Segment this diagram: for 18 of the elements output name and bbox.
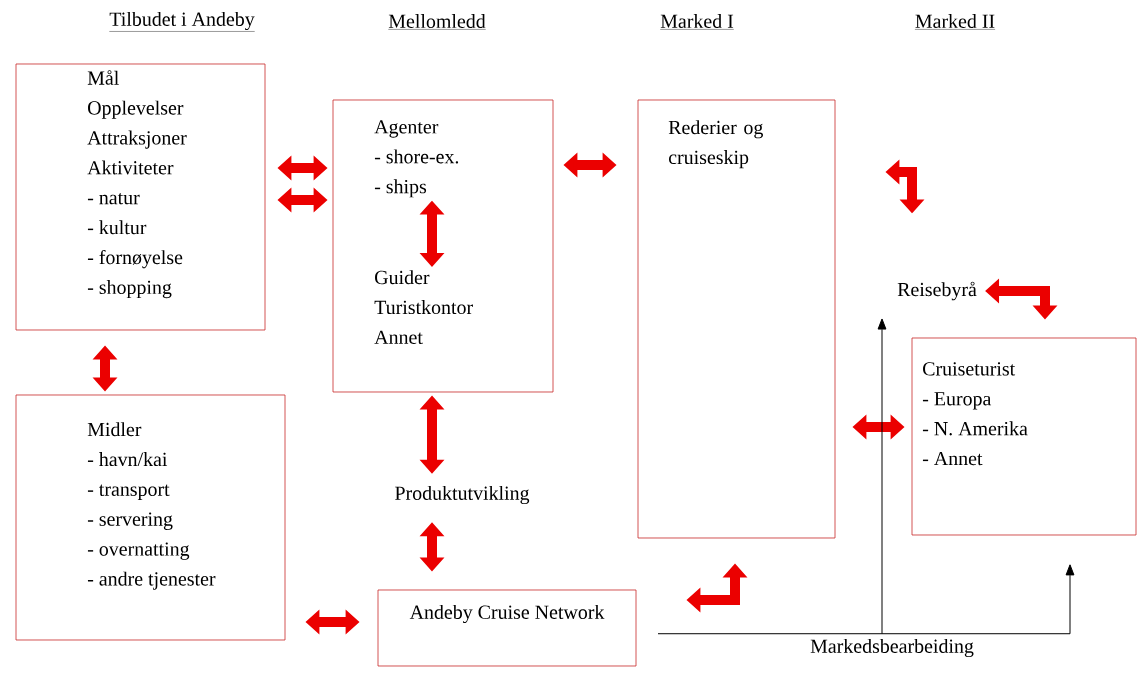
- node-text: Guider Turistkontor Annet: [374, 270, 473, 344]
- node-text: Reisebyrå: [897, 281, 977, 301]
- node-text: Agenter - shore-ex. - ships: [374, 120, 459, 198]
- connector-line: [877, 318, 887, 635]
- column-heading: Marked II: [914, 14, 996, 30]
- column-heading: Marked I: [660, 14, 734, 30]
- column-heading: Mellomledd: [388, 14, 486, 30]
- text-box: Cruiseturist - Europa - N. Amerika - Annet: [911, 337, 1137, 536]
- text-box: Midler - havn/kai - transport - servering - overnatting - andre tjenester: [15, 394, 286, 641]
- text-box: Rederier og cruiseskip: [637, 99, 836, 539]
- node-text: Markedsbearbeiding: [810, 638, 974, 658]
- connector-line: [881, 564, 1075, 635]
- connector-line: [657, 633, 883, 635]
- group-box: [332, 99, 554, 393]
- text-box: Andeby Cruise Network: [377, 589, 637, 667]
- node-text: Produktutvikling: [395, 485, 530, 505]
- column-heading: Tilbudet i Andeby: [109, 11, 255, 32]
- text-box: Mål Opplevelser Attraksjoner Aktiviteter - natur - kultur - fornøyelse - shopping: [15, 63, 266, 331]
